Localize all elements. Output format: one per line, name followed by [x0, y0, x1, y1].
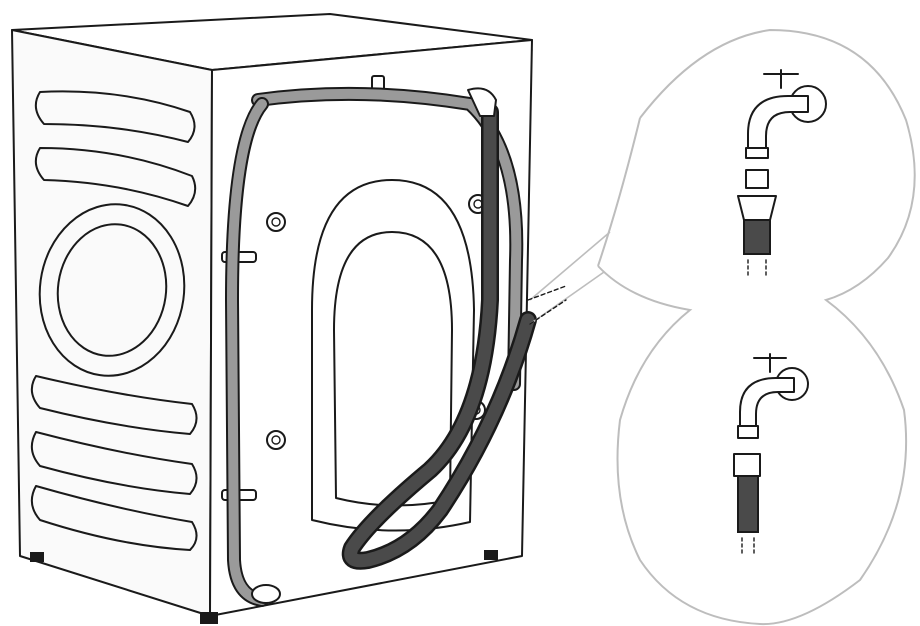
inlet-hose [224, 86, 524, 607]
upper-tap-detail [737, 69, 827, 277]
drain-hose [341, 87, 537, 570]
drain-hose-elbow [467, 87, 497, 117]
tap-spout [745, 147, 769, 159]
machine-back-panel [209, 39, 533, 617]
hose-connector-icon [745, 169, 769, 189]
water-tap-icon [747, 95, 809, 151]
water-tap-lower-icon [739, 377, 795, 429]
machine-side-panel [11, 29, 213, 617]
tap-lower-spout [737, 425, 759, 439]
washing-machine [11, 13, 533, 624]
lower-tap-detail [733, 353, 809, 557]
machine-feet [30, 550, 498, 624]
side-ribs [30, 90, 198, 551]
callout-bubble [527, 28, 916, 626]
hose-nut-icon [733, 453, 761, 477]
inlet-hose-connector [251, 584, 281, 604]
